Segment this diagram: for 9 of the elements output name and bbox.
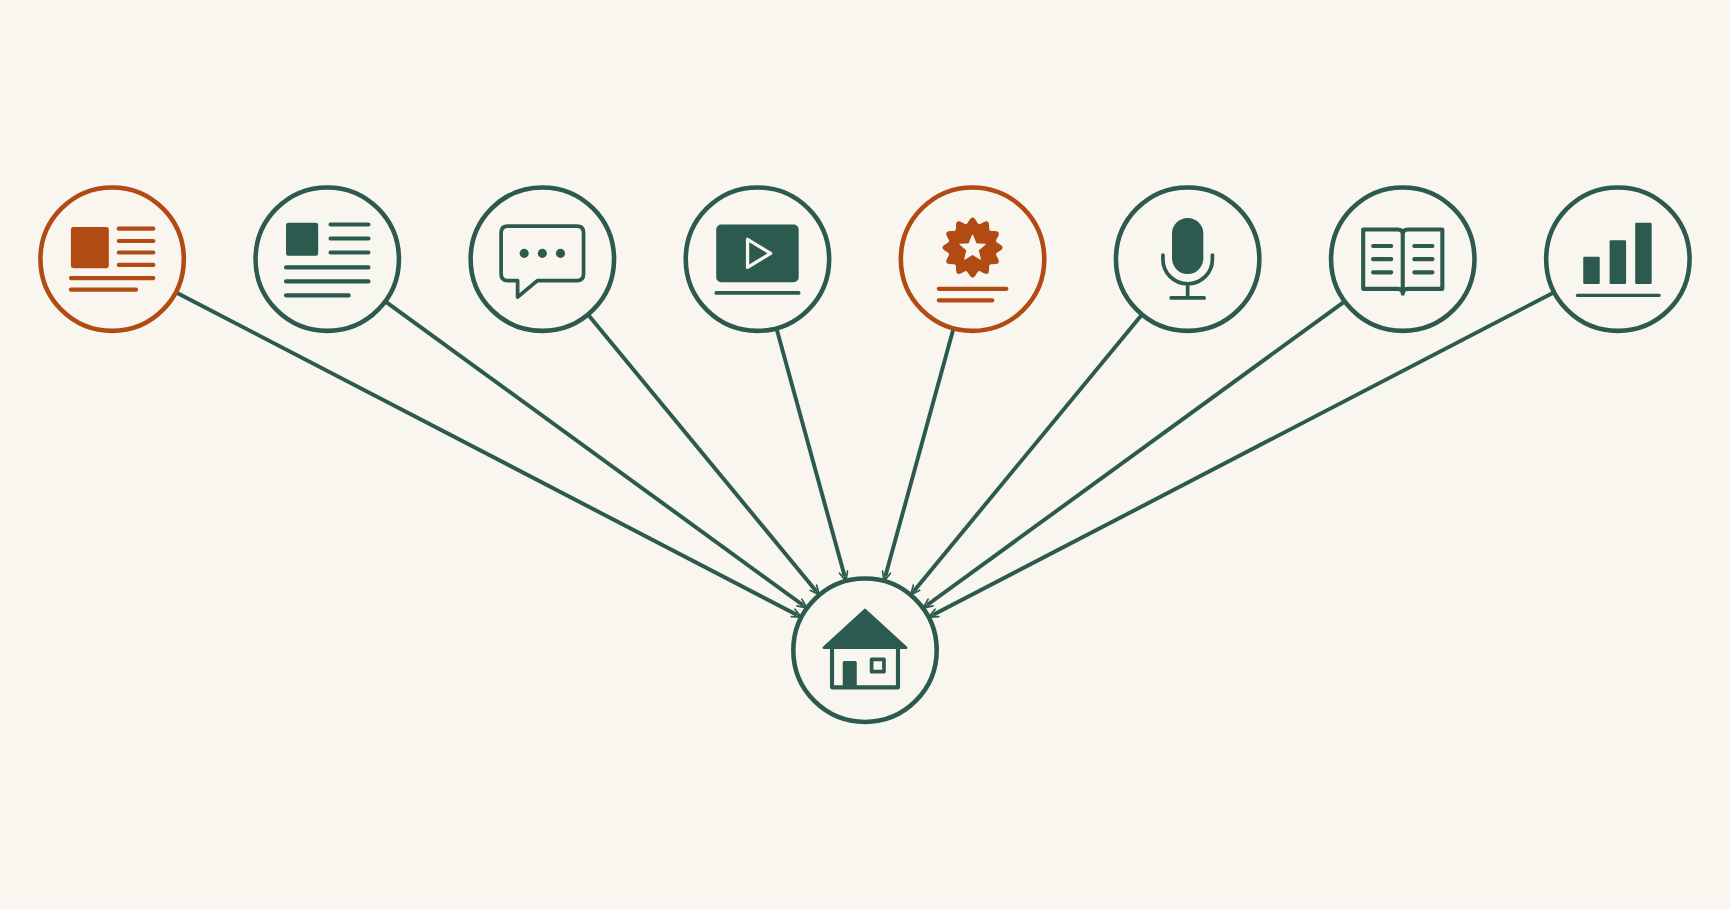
node-circle (1328, 184, 1477, 333)
node-circle (898, 184, 1047, 333)
node-circle (683, 184, 832, 333)
node-circle (38, 184, 187, 333)
node-circle (468, 184, 617, 333)
node-circle (791, 576, 939, 724)
node-circle (1113, 184, 1262, 333)
node-circle (253, 184, 402, 333)
node-circle (1543, 184, 1692, 333)
